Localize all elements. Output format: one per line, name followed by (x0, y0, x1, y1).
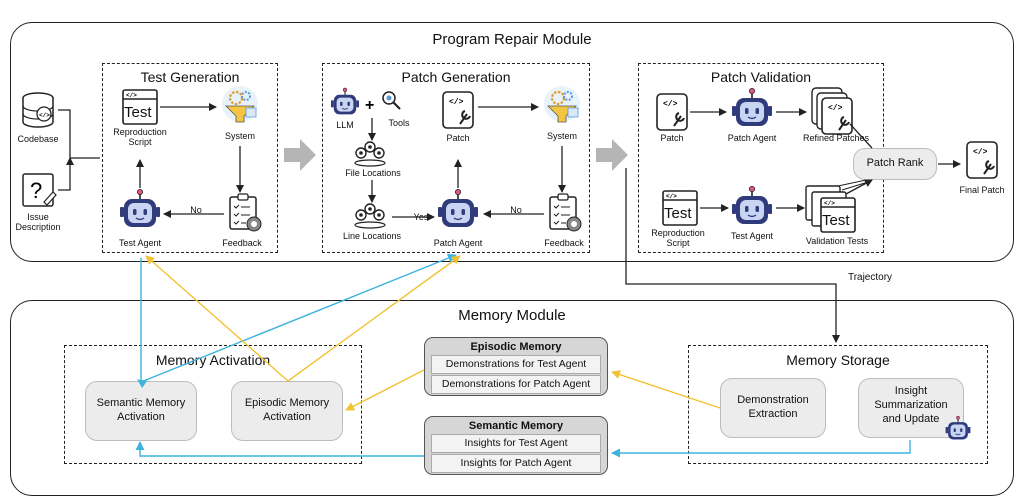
memory-storage-title: Memory Storage (786, 352, 890, 368)
test-generation-title: Test Generation (140, 69, 240, 85)
no-label: No (190, 205, 202, 215)
insight-summarization-box: Insight Summarization and Update (858, 378, 964, 438)
patch-rank-box: Patch Rank (853, 148, 937, 180)
patch-label: Patch (660, 133, 684, 143)
test-doc-text: Test (124, 104, 152, 121)
feedback-label: Feedback (544, 238, 584, 248)
reproduction-script-label: Reproduction Script (651, 228, 705, 249)
program-repair-module: Program Repair Module (10, 22, 1014, 262)
demo-test-agent-item: Demonstrations for Test Agent (431, 355, 601, 374)
test-agent-label: Test Agent (730, 231, 774, 241)
episodic-memory-title: Episodic Memory (470, 341, 562, 353)
refined-patches-label: Refined Patches (802, 133, 870, 143)
system-label: System (546, 131, 577, 141)
no-label: No (510, 205, 522, 215)
insights-patch-agent-item: Insights for Patch Agent (431, 454, 601, 473)
test-doc-text: Test (664, 205, 692, 222)
patch-agent-label: Patch Agent (433, 238, 483, 248)
system-label: System (224, 131, 255, 141)
test-agent-label: Test Agent (118, 238, 162, 248)
program-repair-title: Program Repair Module (432, 31, 592, 48)
yes-label: Yes (413, 212, 429, 222)
semantic-memory-title: Semantic Memory (468, 420, 564, 432)
episodic-memory-panel: Episodic Memory Demonstrations for Test … (424, 337, 608, 396)
episodic-memory-activation-box: Episodic Memory Activation (231, 381, 343, 441)
insights-test-agent-item: Insights for Test Agent (431, 434, 601, 453)
patch-generation-section: Patch Generation (322, 63, 590, 253)
validation-tests-label: Validation Tests (805, 236, 869, 246)
test-generation-section: Test Generation (102, 63, 278, 253)
line-locations-label: Line Locations (342, 231, 402, 241)
demo-patch-agent-item: Demonstrations for Patch Agent (431, 375, 601, 394)
llm-label: LLM (336, 120, 354, 130)
patch-generation-title: Patch Generation (401, 69, 511, 85)
feedback-label: Feedback (222, 238, 262, 248)
patch-validation-title: Patch Validation (710, 69, 812, 85)
semantic-memory-panel: Semantic Memory Insights for Test Agent … (424, 416, 608, 475)
file-locations-label: File Locations (345, 168, 401, 178)
semantic-memory-activation-box: Semantic Memory Activation (85, 381, 197, 441)
patch-label: Patch (446, 133, 470, 143)
trajectory-label: Trajectory (847, 272, 893, 283)
codebase-label: Codebase (17, 134, 59, 144)
test-doc-text: Test (822, 212, 850, 229)
memory-module: Memory Module (10, 300, 1014, 496)
reproduction-script-label: Reproduction Script (113, 127, 167, 148)
tools-label: Tools (388, 118, 410, 128)
demonstration-extraction-box: Demonstration Extraction (720, 378, 826, 438)
issue-description-label: Issue Description (15, 212, 61, 233)
memory-activation-title: Memory Activation (155, 352, 271, 368)
memory-module-title: Memory Module (458, 307, 566, 324)
final-patch-label: Final Patch (959, 185, 1005, 195)
patch-agent-label: Patch Agent (727, 133, 777, 143)
